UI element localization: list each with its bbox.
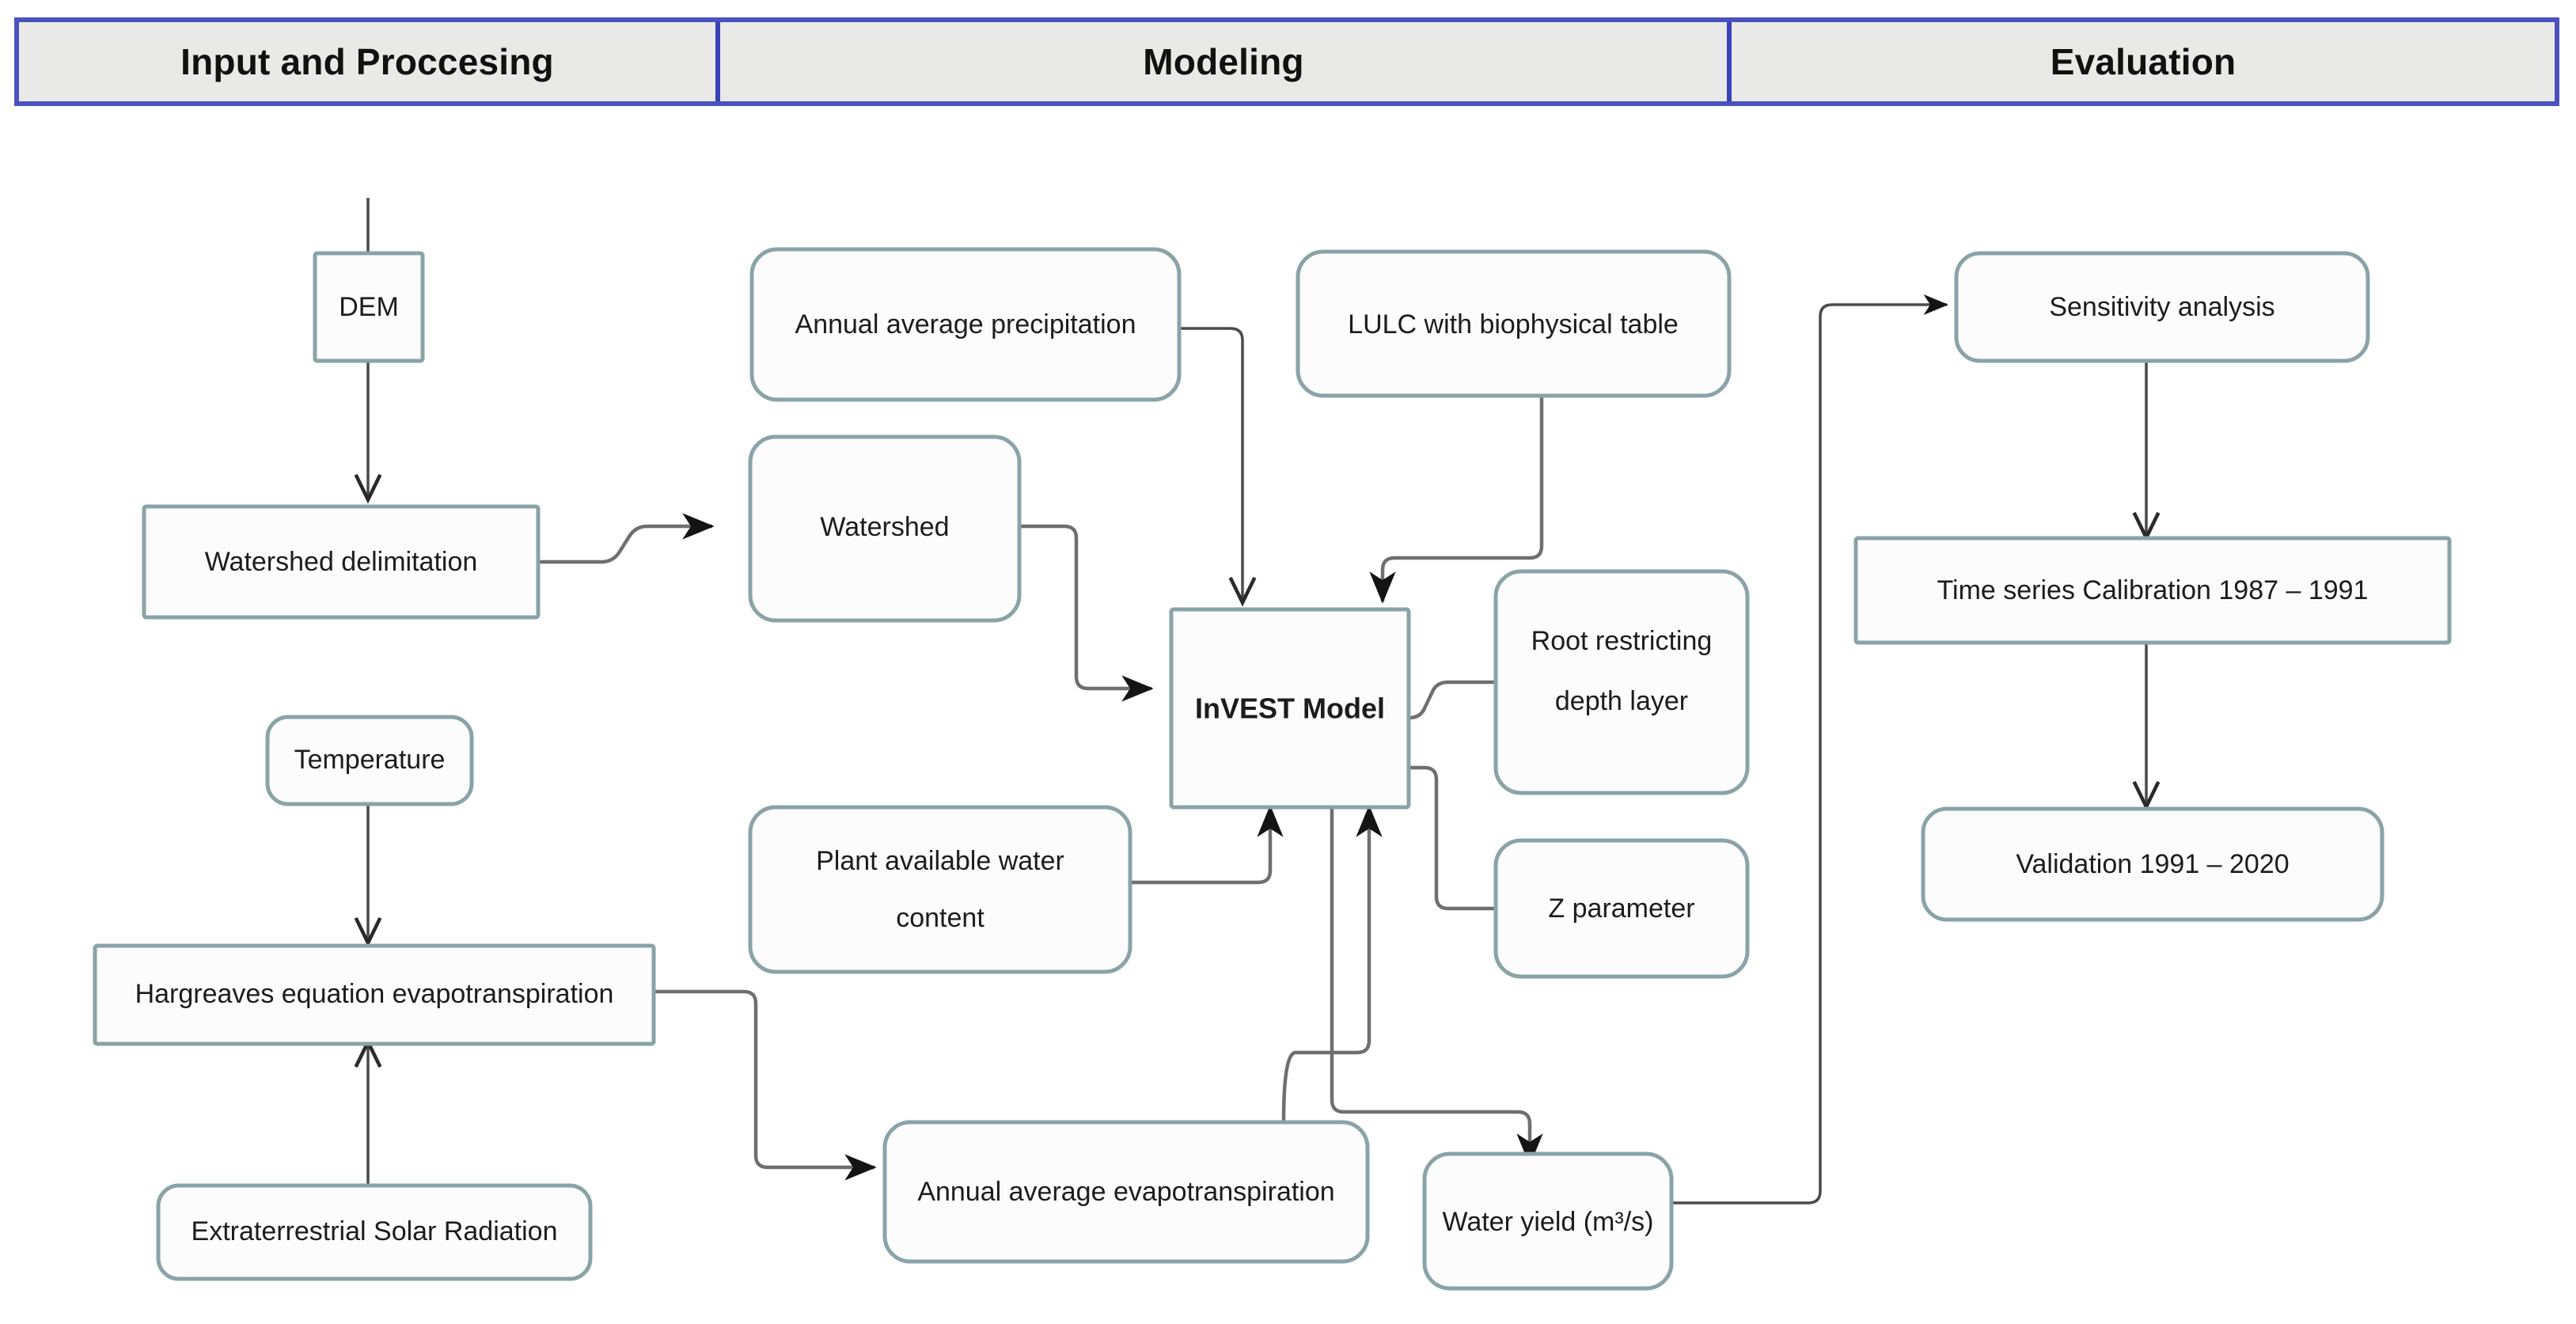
node-dem-label: DEM (339, 292, 399, 322)
phase-header-bar: Input and Proccesing Modeling Evaluation (14, 17, 2559, 106)
node-time-series-calibration[interactable]: Time series Calibration 1987 – 1991 (1853, 536, 2452, 645)
node-annual-average-evapotranspiration[interactable]: Annual average evapotranspiration (882, 1120, 1370, 1264)
node-precipitation[interactable]: Annual average precipitation (749, 247, 1182, 402)
node-validation[interactable]: Validation 1991 – 2020 (1921, 806, 2384, 922)
phase-cell-modeling: Modeling (715, 22, 1727, 101)
node-solar-radiation[interactable]: Extraterrestrial Solar Radiation (156, 1183, 593, 1281)
node-dem[interactable]: DEM (313, 251, 425, 363)
node-hargreaves[interactable]: Hargreaves equation evapotranspiration (93, 943, 656, 1046)
phase-label-evaluation: Evaluation (2050, 41, 2236, 82)
node-watershed[interactable]: Watershed (748, 434, 1022, 623)
node-invest-model-label: InVEST Model (1195, 692, 1385, 725)
edge-precipitation-to-invest (1179, 327, 1257, 607)
node-root-restricting-depth-label-line2: depth layer (1555, 686, 1688, 716)
phase-cell-evaluation: Evaluation (1727, 22, 2555, 101)
node-watershed-delimitation[interactable]: Watershed delimitation (142, 504, 541, 620)
node-temperature-label: Temperature (294, 745, 446, 775)
edge-z-parameter-to-invest (1379, 754, 1494, 911)
phase-label-input: Input and Proccesing (180, 41, 554, 82)
node-plant-available-water-content[interactable]: Plant available water content (748, 805, 1132, 974)
node-time-series-calibration-label: Time series Calibration 1987 – 1991 (1937, 575, 2369, 605)
node-water-yield[interactable]: Water yield (m³/s) (1422, 1151, 1674, 1291)
edge-water-yield-to-sensitivity (1670, 294, 1949, 1204)
node-validation-label: Validation 1991 – 2020 (2016, 849, 2289, 879)
node-lulc[interactable]: LULC with biophysical table (1296, 249, 1732, 398)
edge-aet-to-invest (1281, 805, 1383, 1123)
node-solar-radiation-label: Extraterrestrial Solar Radiation (192, 1216, 558, 1246)
edge-hargreaves-to-aet (653, 989, 877, 1181)
node-pawc-label-line2: content (896, 903, 984, 933)
edge-watershed-to-invest (1017, 524, 1154, 702)
node-watershed-delimitation-label: Watershed delimitation (205, 547, 478, 577)
node-root-restricting-depth[interactable]: Root restricting depth layer (1493, 569, 1750, 795)
edge-root-depth-to-invest (1379, 680, 1494, 731)
node-lulc-label: LULC with biophysical table (1348, 309, 1679, 340)
node-root-restricting-depth-label-line1: Root restricting (1531, 626, 1713, 656)
node-hargreaves-label: Hargreaves equation evapotranspiration (135, 979, 614, 1009)
node-watershed-label: Watershed (820, 512, 949, 542)
node-pawc-label-line1: Plant available water (816, 846, 1064, 876)
edge-invest-to-water-yield (1330, 807, 1543, 1166)
node-aet-label: Annual average evapotranspiration (917, 1177, 1334, 1207)
node-precipitation-label: Annual average precipitation (795, 309, 1136, 340)
node-sensitivity-analysis[interactable]: Sensitivity analysis (1954, 251, 2370, 363)
edge-lulc-to-invest (1369, 396, 1544, 604)
edge-watershed-delim-to-watershed (538, 513, 715, 564)
node-temperature[interactable]: Temperature (265, 715, 474, 806)
node-water-yield-label: Water yield (m³/s) (1443, 1207, 1654, 1237)
phase-cell-input: Input and Proccesing (19, 22, 715, 101)
edge-pawc-to-invest (1128, 805, 1284, 885)
node-sensitivity-analysis-label: Sensitivity analysis (2049, 292, 2274, 322)
phase-label-modeling: Modeling (1143, 41, 1304, 82)
node-z-parameter[interactable]: Z parameter (1493, 838, 1750, 979)
node-invest-model[interactable]: InVEST Model (1169, 607, 1411, 810)
node-z-parameter-label: Z parameter (1548, 893, 1694, 924)
